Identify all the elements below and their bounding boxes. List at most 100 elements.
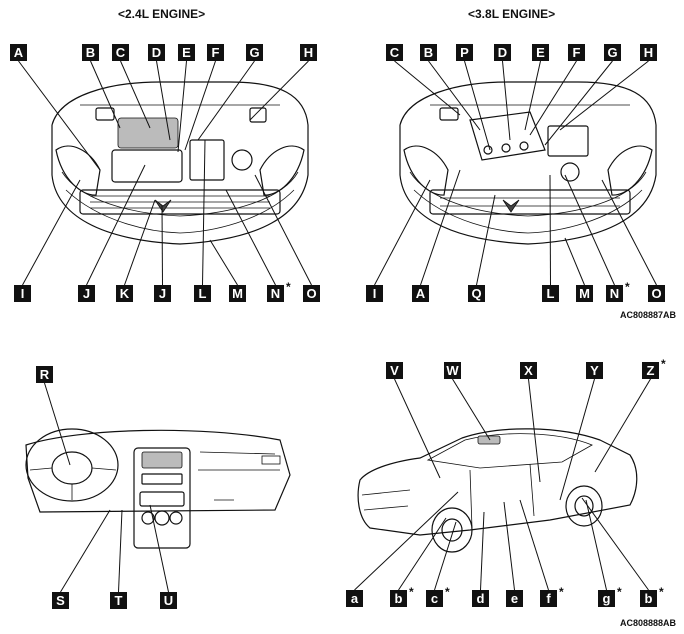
callout-label-E: E [532,44,549,61]
callout-text: E [182,45,191,60]
asterisk-mark: * [559,585,564,599]
leader-line [428,60,481,131]
callout-label-H: H [640,44,657,61]
callout-box [604,44,621,61]
leader-line [581,497,649,591]
callout-label-W: W [444,362,461,379]
callout-label-X: X [520,362,537,379]
callout-box [506,590,523,607]
callout-text: P [460,45,469,60]
callout-box [207,44,224,61]
callout-text: G [607,45,617,60]
callout-label-P: P [456,44,473,61]
callout-label-F: F [207,44,224,61]
callout-text: S [56,593,65,608]
callout-box [246,44,263,61]
callout-label-Z: Z* [642,357,666,379]
callout-text: b [645,591,653,606]
callout-box [576,285,593,302]
callout-box [229,285,246,302]
engine-24-heading: <2.4L ENGINE> [118,7,205,21]
callout-text: c [431,591,438,606]
leader-line [503,501,515,591]
callout-text: O [306,286,316,301]
callout-label-S: S [52,592,69,609]
asterisk-mark: * [286,280,291,294]
callout-text: M [579,286,590,301]
callout-label-M: M [576,285,593,302]
leader-line [354,491,459,591]
leader-line [197,60,255,141]
callout-text: M [232,286,243,301]
leader-line [519,499,549,591]
callout-text: L [547,286,555,301]
leader-line [394,378,441,479]
callout-label-I: I [14,285,31,302]
callout-text: e [511,591,518,606]
leader-line [585,499,607,591]
callout-label-N: N* [267,280,291,302]
callout-label-b: b* [640,585,664,607]
leader-line [564,174,615,286]
leader-line [225,189,276,286]
callout-label-H: H [300,44,317,61]
callout-box [267,285,284,302]
asterisk-mark: * [409,585,414,599]
callout-box [426,590,443,607]
figure-code-interior-exterior: AC808888AB [620,618,677,628]
leader-line [549,174,551,286]
callout-box [112,44,129,61]
leader-line [44,382,71,466]
leader-line [528,378,541,483]
callout-label-c: c* [426,585,450,607]
asterisk-mark: * [625,280,630,294]
callout-text: E [536,45,545,60]
callout-box [14,285,31,302]
callout-box [420,44,437,61]
callout-label-Q: Q [468,285,485,302]
leader-line [434,521,457,591]
callout-text: f [546,591,551,606]
callout-label-V: V [386,362,403,379]
callout-text: D [152,45,161,60]
callout-text: B [86,45,95,60]
callout-box [640,44,657,61]
callout-text: R [40,367,50,382]
callout-label-K: K [116,285,133,302]
callout-text: V [390,363,399,378]
leader-line [524,60,541,131]
callout-label-C: C [112,44,129,61]
asterisk-mark: * [659,585,664,599]
callout-label-C: C [386,44,403,61]
leader-line [394,60,461,116]
engine-38-heading: <3.8L ENGINE> [468,7,555,21]
callout-text: g [603,591,611,606]
callout-label-b: b* [390,585,414,607]
callout-text: W [446,363,459,378]
leader-line [452,378,491,441]
leader-line [480,511,485,591]
callout-box [116,285,133,302]
callout-text: T [115,593,123,608]
asterisk-mark: * [661,357,666,371]
callout-text: H [304,45,313,60]
callout-label-O: O [648,285,665,302]
callout-box [606,285,623,302]
callout-text: C [390,45,400,60]
callout-label-B: B [420,44,437,61]
callout-text: N [271,286,280,301]
callout-label-f: f* [540,585,564,607]
callout-text: O [651,286,661,301]
engine-24-illustration [51,81,309,245]
callout-label-L: L [194,285,211,302]
leader-line [529,60,577,136]
leader-line [209,239,238,286]
callout-label-G: G [604,44,621,61]
callout-label-B: B [82,44,99,61]
callout-box [110,592,127,609]
callout-label-N: N* [606,280,630,302]
callout-box [494,44,511,61]
leader-line [601,179,657,286]
figure-code-engine: AC808887AB [620,310,677,320]
callout-text: F [212,45,220,60]
